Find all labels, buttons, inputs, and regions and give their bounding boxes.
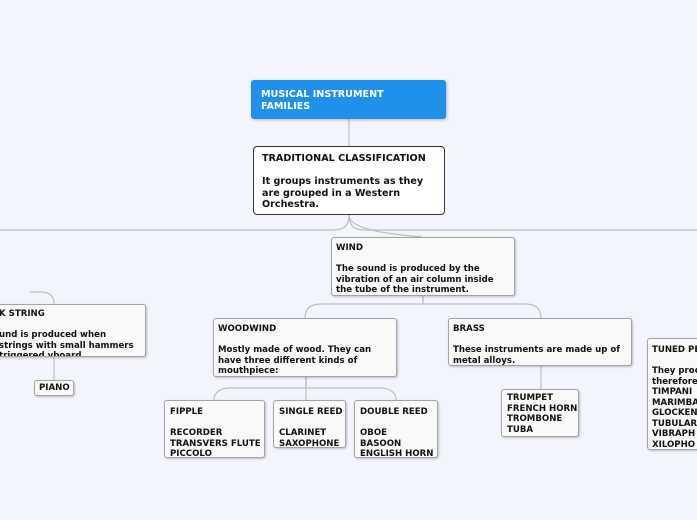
list-item: TUBA — [507, 424, 534, 435]
link-woodwind-double — [305, 377, 397, 401]
list-item: MARIMBA — [652, 397, 697, 408]
link-main-wind — [348, 214, 423, 238]
list-item: GLOCKEN — [652, 408, 697, 418]
link-left-kstring — [30, 291, 55, 305]
link-woodwind-fipple — [213, 377, 307, 401]
node-single-reed[interactable]: SINGLE REED CLARINET SAXOPHONE — [273, 400, 346, 448]
node-woodwind[interactable]: WOODWIND Mostly made of wood. They can h… — [213, 318, 397, 377]
list-item: RECORDER — [170, 428, 223, 438]
link-wind-brass — [422, 296, 542, 319]
node-description: Mostly made of wood. They can have three… — [218, 345, 372, 376]
link-wind-woodwind — [304, 296, 424, 319]
node-description: These instruments are made up of metal a… — [453, 345, 620, 366]
node-title: TRADITIONAL CLASSIFICATION — [262, 153, 426, 164]
root-node-musical-instrument-families[interactable]: MUSICAL INSTRUMENT FAMILIES — [251, 80, 446, 119]
node-description: und is produced when strings with small … — [0, 330, 134, 357]
node-title: BRASS — [453, 324, 485, 334]
link-main-bus — [348, 214, 697, 231]
node-title: WOODWIND — [218, 324, 277, 334]
list-item: XILOPHO — [652, 439, 696, 450]
list-item: SAXOPHONE — [279, 438, 340, 448]
node-fipple[interactable]: FIPPLE RECORDER TRANSVERS FLUTE PICCOLO — [164, 400, 265, 458]
link-main-left — [0, 214, 350, 231]
list-item: TROMBONE — [507, 414, 563, 424]
list-item: TIMPANI — [652, 387, 693, 397]
list-item: CLARINET — [279, 428, 327, 438]
node-title: FIPPLE — [170, 407, 204, 417]
node-wind[interactable]: WIND The sound is produced by the vibrat… — [331, 237, 515, 296]
list-item: TUBULAR — [652, 418, 697, 429]
node-description: therefore — [652, 376, 697, 387]
node-title: WIND — [336, 243, 364, 253]
list-item: VIBRAPH — [652, 429, 696, 439]
node-traditional-classification[interactable]: TRADITIONAL CLASSIFICATION It groups ins… — [253, 146, 445, 215]
node-double-reed[interactable]: DOUBLE REED OBOE BASOON ENGLISH HORN — [354, 400, 438, 458]
node-description: They prod — [652, 366, 697, 376]
list-item: PICCOLO — [170, 449, 212, 458]
node-title: K STRING — [0, 309, 45, 319]
node-tuned-percussion[interactable]: TUNED PE They prod therefore TIMPANI MAR… — [647, 338, 697, 450]
node-brass[interactable]: BRASS These instruments are made up of m… — [448, 318, 632, 366]
list-item: TRANSVERS FLUTE — [170, 438, 261, 449]
node-description: It groups instruments as they are groupe… — [262, 176, 424, 210]
list-item: TRUMPET — [507, 393, 554, 403]
list-item: FRENCH HORN — [507, 403, 578, 414]
node-title: DOUBLE REED — [360, 407, 428, 417]
list-item: OBOE — [360, 428, 388, 438]
node-title: SINGLE REED — [279, 407, 343, 417]
node-keyboard-string[interactable]: K STRING und is produced when strings wi… — [0, 304, 146, 357]
list-item: ENGLISH HORN — [360, 449, 434, 458]
node-description: The sound is produced by the vibration o… — [336, 264, 494, 295]
node-title: TUNED PE — [652, 345, 697, 355]
node-brass-instruments[interactable]: TRUMPET FRENCH HORN TROMBONE TUBA — [501, 389, 579, 437]
node-piano[interactable]: PIANO — [34, 380, 74, 396]
list-item: BASOON — [360, 438, 402, 449]
node-label: PIANO — [39, 383, 70, 393]
root-title: MUSICAL INSTRUMENT FAMILIES — [261, 89, 384, 112]
